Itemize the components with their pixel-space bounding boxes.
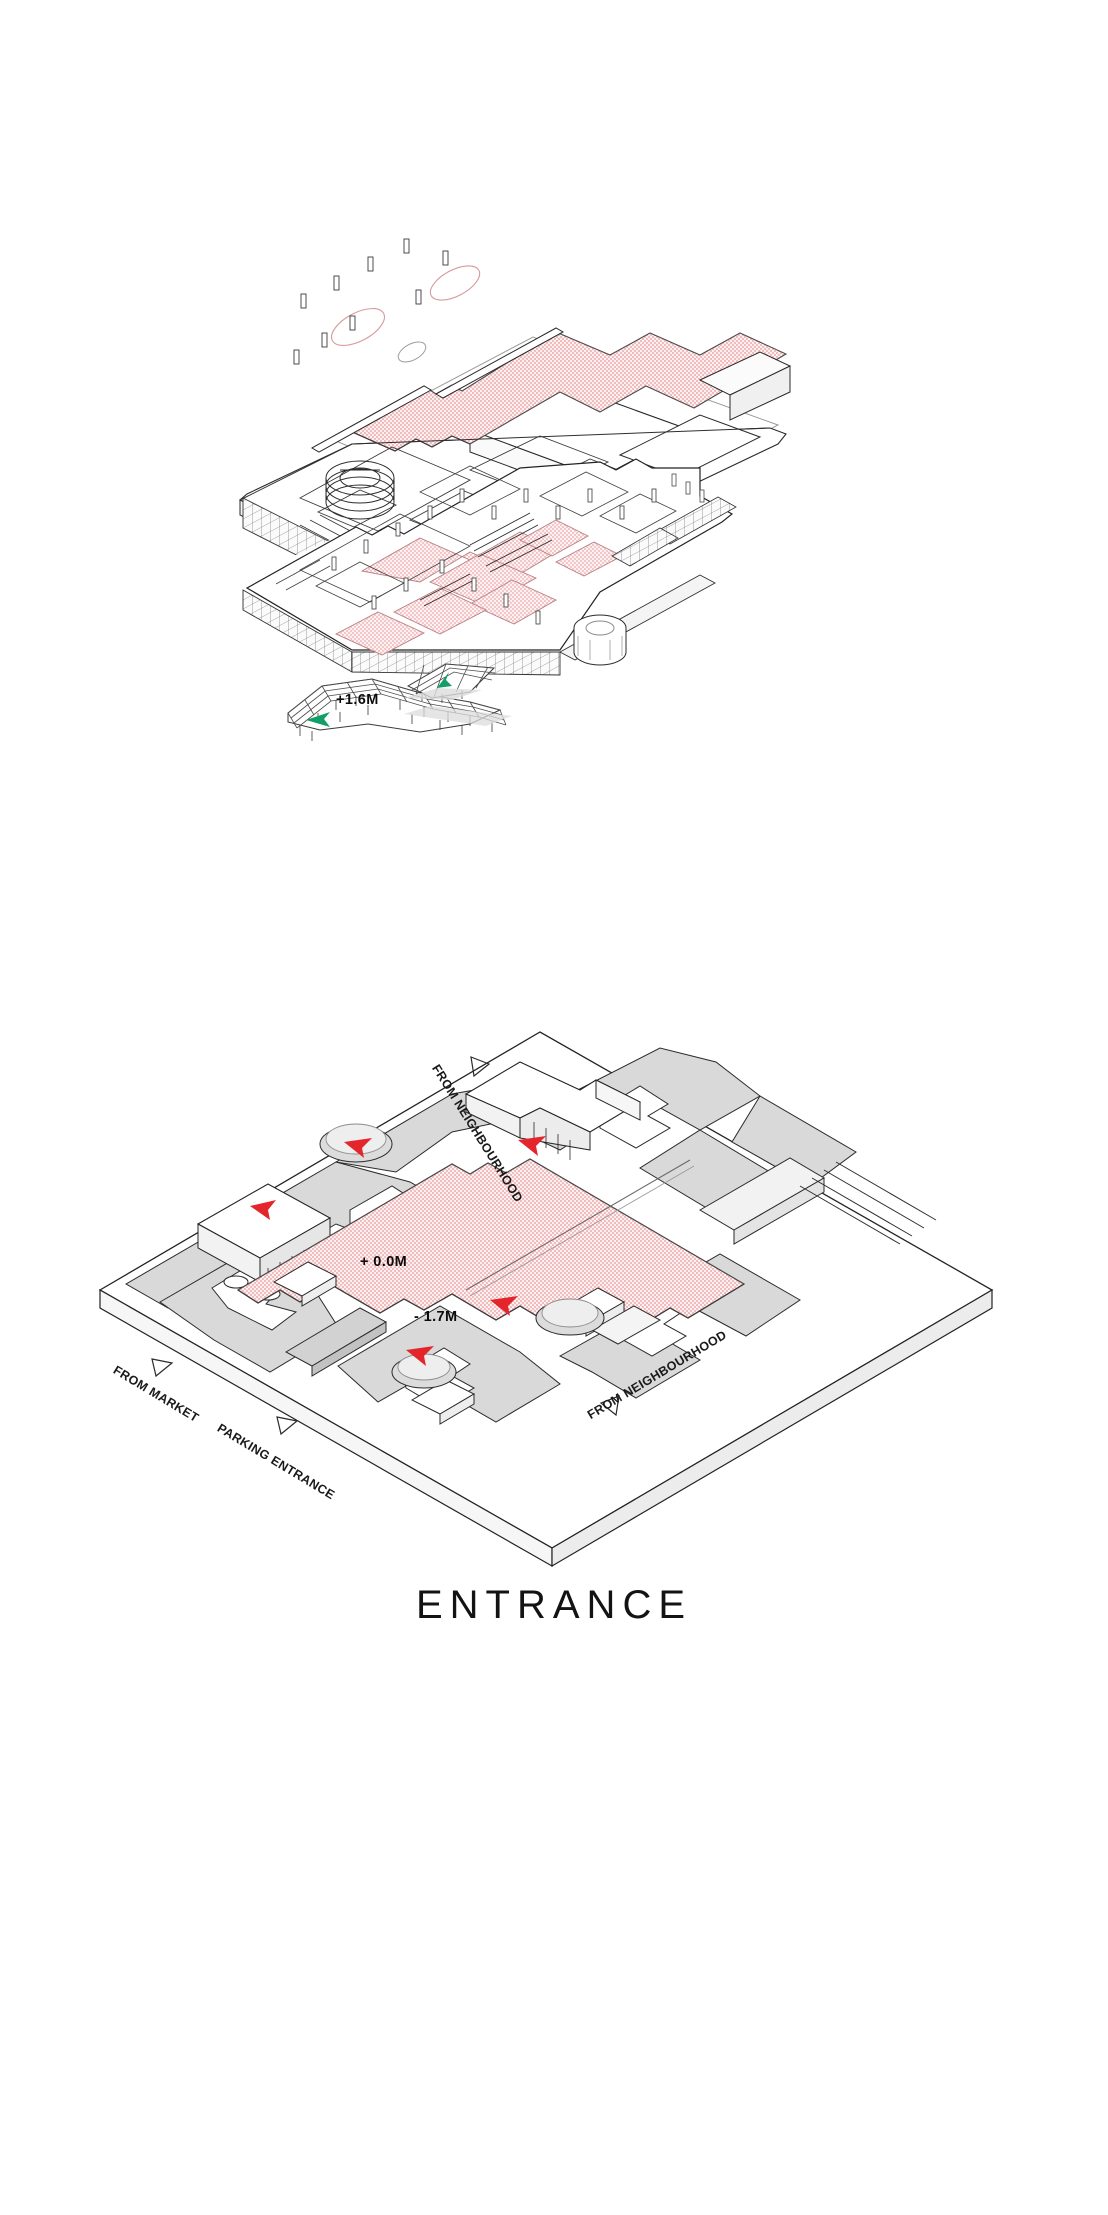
direction-triangles [151,1056,620,1436]
upper-roof-fins [671,473,705,503]
canopy-ramp-layer [287,663,512,741]
upper-floor-plan-layer [240,458,760,676]
ground-site-plan-layer [98,1031,994,1568]
upper-interior-lines [275,465,677,608]
upper-escalators [419,512,553,607]
upper-right-mesh [611,496,737,567]
roof-right-facade [698,351,792,421]
upper-circular-core [573,614,627,666]
entry-arrow-west [250,1200,276,1220]
site-building-west [196,1183,332,1288]
entry-arrows [250,1136,546,1366]
roof-parapet [310,327,565,453]
roof-edge-lines [239,427,771,501]
site-entry-structures [272,1261,476,1425]
elevation-label-sunken: - 1.7M [414,1309,458,1325]
entry-arrow-southeast [490,1296,518,1316]
page-title: ENTRANCE [415,1583,693,1627]
upper-pink-circulation [334,519,623,656]
entry-arrow-northeast [518,1136,546,1156]
roof-columns [293,238,449,365]
site-service-strip [699,1157,825,1245]
canopy-arrow-right [437,672,452,688]
entry-arrow-south [406,1346,434,1366]
spiral-ramp [325,460,395,520]
roof-skylights [331,265,481,363]
elevation-label-ground: + 0.0M [360,1254,408,1270]
entry-arrow-north-plaza [344,1138,372,1158]
site-roundabouts [319,1123,605,1389]
triangle-parking-entrance [276,1416,299,1436]
triangle-from-neighbourhood-east [599,1395,620,1417]
canopy-left-shadow [404,706,512,726]
elevation-label-canopy: +1.6M [336,692,379,708]
upper-columns [331,488,657,625]
triangle-from-neighbourhood-north [470,1056,491,1078]
parking-entrance-ramp [284,1307,388,1377]
canopy-arrow-left [306,712,330,727]
triangle-from-market [151,1358,174,1378]
site-building-north [464,1061,642,1160]
canopy-right [404,663,496,703]
site-terrace-lines [799,1161,937,1245]
